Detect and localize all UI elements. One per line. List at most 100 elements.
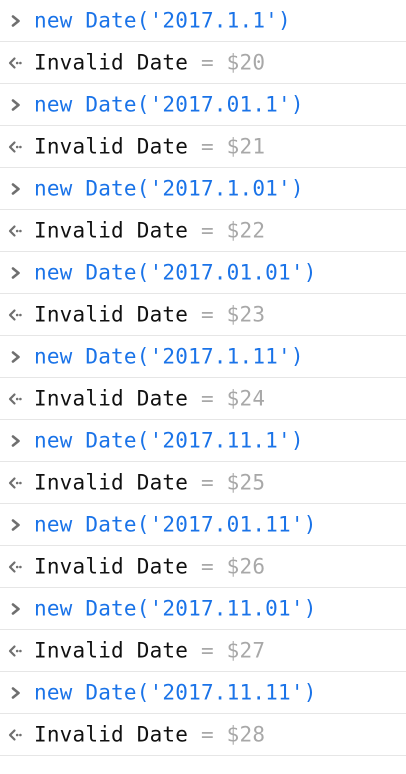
console-output-line: Invalid Date = $24: [0, 378, 406, 420]
console-output-row: Invalid Date = $28: [0, 714, 406, 756]
console-output-equals: =: [200, 470, 214, 495]
console-output-value: Invalid Date: [34, 134, 189, 159]
return-arrow-icon: [6, 557, 26, 577]
console-input-text: new Date('2017.11.01'): [34, 596, 317, 621]
console-input-text: new Date('2017.11.11'): [34, 680, 317, 705]
console-output-line: Invalid Date = $27: [0, 630, 406, 672]
console-input-text: new Date('2017.1.01'): [34, 176, 304, 201]
console-output-equals: =: [200, 554, 214, 579]
console-log: new Date('2017.1.1') Invalid Date = $20 ne…: [0, 0, 406, 756]
console-output-text: Invalid Date = $23: [34, 302, 266, 327]
chevron-right-icon: [6, 263, 26, 283]
chevron-right-icon: [6, 11, 26, 31]
console-output-value: Invalid Date: [34, 50, 189, 75]
console-input-code: new Date('2017.01.11'): [34, 512, 317, 537]
console-output-equals: =: [200, 302, 214, 327]
console-output-row: Invalid Date = $23: [0, 294, 406, 336]
console-output-value: Invalid Date: [34, 386, 189, 411]
console-output-text: Invalid Date = $24: [34, 386, 266, 411]
console-input-line: new Date('2017.01.11'): [0, 504, 406, 546]
chevron-right-icon: [6, 683, 26, 703]
console-output-var: $28: [226, 722, 266, 747]
console-input-row: new Date('2017.1.01'): [0, 168, 406, 210]
console-output-var: $23: [226, 302, 266, 327]
console-input-text: new Date('2017.01.1'): [34, 92, 304, 117]
console-input-code: new Date('2017.01.1'): [34, 92, 304, 117]
console-output-value: Invalid Date: [34, 218, 189, 243]
console-input-line: new Date('2017.01.1'): [0, 84, 406, 126]
console-input-code: new Date('2017.11.01'): [34, 596, 317, 621]
console-output-line: Invalid Date = $25: [0, 462, 406, 504]
console-output-text: Invalid Date = $25: [34, 470, 266, 495]
return-arrow-icon: [6, 641, 26, 661]
return-arrow-icon: [6, 389, 26, 409]
console-output-equals: =: [200, 638, 214, 663]
console-input-row: new Date('2017.1.11'): [0, 336, 406, 378]
console-input-row: new Date('2017.01.01'): [0, 252, 406, 294]
return-arrow-icon: [6, 137, 26, 157]
return-arrow-icon: [6, 221, 26, 241]
console-input-code: new Date('2017.1.1'): [34, 8, 291, 33]
console-output-row: Invalid Date = $26: [0, 546, 406, 588]
console-input-row: new Date('2017.11.1'): [0, 420, 406, 462]
console-output-line: Invalid Date = $20: [0, 42, 406, 84]
console-output-equals: =: [200, 134, 214, 159]
console-input-row: new Date('2017.1.1'): [0, 0, 406, 42]
console-output-var: $21: [226, 134, 266, 159]
console-output-row: Invalid Date = $24: [0, 378, 406, 420]
console-output-text: Invalid Date = $26: [34, 554, 266, 579]
console-output-var: $20: [226, 50, 266, 75]
console-input-text: new Date('2017.1.11'): [34, 346, 304, 368]
console-output-equals: =: [200, 386, 214, 411]
console-output-var: $25: [226, 470, 266, 495]
console-output-row: Invalid Date = $21: [0, 126, 406, 168]
chevron-right-icon: [6, 515, 26, 535]
console-output-equals: =: [200, 218, 214, 243]
console-input-row: new Date('2017.01.11'): [0, 504, 406, 546]
console-input-row: new Date('2017.11.11'): [0, 672, 406, 714]
console-input-row: new Date('2017.11.01'): [0, 588, 406, 630]
console-output-line: Invalid Date = $26: [0, 546, 406, 588]
console-input-line: new Date('2017.1.01'): [0, 168, 406, 210]
console-input-row: new Date('2017.01.1'): [0, 84, 406, 126]
console-output-line: Invalid Date = $22: [0, 210, 406, 252]
console-output-value: Invalid Date: [34, 638, 189, 663]
return-arrow-icon: [6, 53, 26, 73]
return-arrow-icon: [6, 473, 26, 493]
chevron-right-icon: [6, 347, 26, 367]
return-arrow-icon: [6, 305, 26, 325]
console-output-text: Invalid Date = $20: [34, 50, 266, 75]
console-output-row: Invalid Date = $22: [0, 210, 406, 252]
console-output-value: Invalid Date: [34, 302, 189, 327]
chevron-right-icon: [6, 95, 26, 115]
console-output-equals: =: [200, 50, 214, 75]
console-input-text: new Date('2017.01.01'): [34, 260, 317, 285]
console-output-row: Invalid Date = $25: [0, 462, 406, 504]
chevron-right-icon: [6, 599, 26, 619]
console-output-text: Invalid Date = $22: [34, 218, 266, 243]
console-input-code: new Date('2017.11.11'): [34, 680, 317, 705]
console-input-line: new Date('2017.11.1'): [0, 420, 406, 462]
console-output-var: $24: [226, 386, 266, 411]
console-output-text: Invalid Date = $21: [34, 134, 266, 159]
console-output-equals: =: [200, 722, 214, 747]
return-arrow-icon: [6, 725, 26, 745]
console-input-text: new Date('2017.01.11'): [34, 512, 317, 537]
console-output-var: $26: [226, 554, 266, 579]
chevron-right-icon: [6, 179, 26, 199]
console-output-row: Invalid Date = $20: [0, 42, 406, 84]
console-output-line: Invalid Date = $23: [0, 294, 406, 336]
console-output-text: Invalid Date = $27: [34, 638, 266, 663]
console-input-line: new Date('2017.1.11'): [0, 336, 406, 378]
console-output-var: $22: [226, 218, 266, 243]
console-input-code: new Date('2017.01.01'): [34, 260, 317, 285]
console-output-var: $27: [226, 638, 266, 663]
console-input-line: new Date('2017.11.01'): [0, 588, 406, 630]
console-output-value: Invalid Date: [34, 554, 189, 579]
console-output-row: Invalid Date = $27: [0, 630, 406, 672]
console-output-value: Invalid Date: [34, 722, 189, 747]
chevron-right-icon: [6, 431, 26, 451]
console-input-code: new Date('2017.1.01'): [34, 176, 304, 201]
console-output-line: Invalid Date = $28: [0, 714, 406, 756]
